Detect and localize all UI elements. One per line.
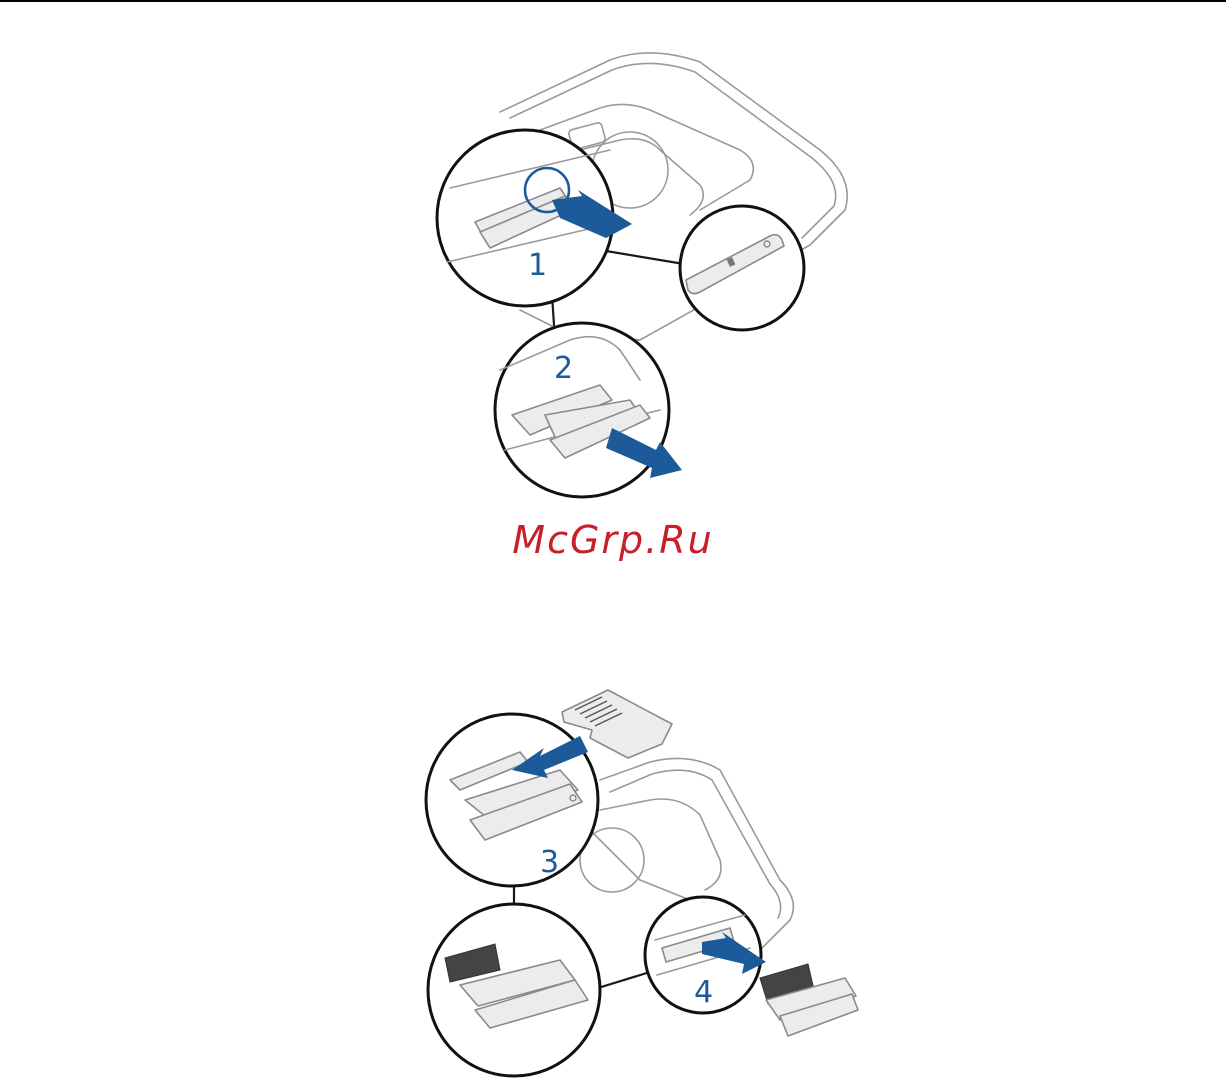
tray-with-card — [760, 964, 858, 1036]
step-number-3: 3 — [540, 845, 559, 880]
loupe-step-3: 3 — [426, 714, 598, 886]
step-number-4: 4 — [694, 975, 713, 1010]
loupe-step-4: 4 — [645, 897, 766, 1013]
connector-line — [598, 972, 650, 988]
loupe-card-seated — [428, 904, 600, 1076]
